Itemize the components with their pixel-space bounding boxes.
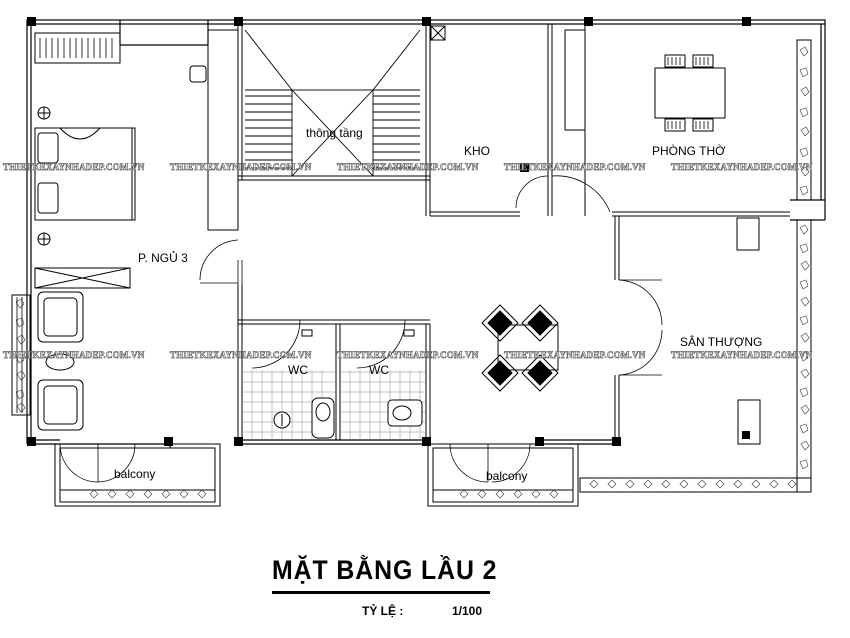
- doors: [59, 175, 663, 483]
- label-bedroom: P. NGỦ 3: [138, 250, 188, 265]
- wc-fixtures: [273, 329, 423, 439]
- watermark-text: THIETKEXAYNHADEP.COM.VN: [504, 162, 646, 172]
- label-stair-void: thông tầng: [306, 126, 363, 140]
- label-storage: KHO: [464, 144, 490, 158]
- scale-value: 1/100: [452, 604, 483, 618]
- altar-table: [654, 54, 726, 132]
- stair-treads-right: [373, 95, 420, 169]
- watermark-text: THIETKEXAYNHADEP.COM.VN: [504, 350, 646, 360]
- floor-plan: THIETKEXAYNHADEP.COM.VN THIETKEXAYNHADEP…: [3, 17, 826, 507]
- watermark-text: THIETKEXAYNHADEP.COM.VN: [170, 162, 312, 172]
- planter-foliage: [15, 46, 810, 499]
- watermark-text: THIETKEXAYNHADEP.COM.VN: [337, 350, 479, 360]
- shaft-box: [430, 25, 446, 41]
- watermark-text: THIETKEXAYNHADEP.COM.VN: [337, 162, 479, 172]
- terrace-planters: [11, 39, 812, 493]
- interior-walls: [207, 24, 790, 445]
- room-labels: thông tầng KHO PHÒNG THỜ P. NGỦ 3 WC WC …: [114, 126, 762, 483]
- bed: [34, 106, 136, 246]
- windows: [16, 260, 243, 413]
- staircase: [244, 29, 421, 177]
- label-balcony-right: balcony: [486, 469, 527, 483]
- wardrobe-middle: [34, 267, 131, 289]
- watermark-text: THIETKEXAYNHADEP.COM.VN: [671, 350, 813, 360]
- label-altar-room: PHÒNG THỜ: [652, 143, 726, 158]
- balcony-left: [54, 443, 221, 507]
- label-balcony-left: balcony: [114, 467, 155, 481]
- stair-treads-left: [245, 95, 292, 169]
- armchairs: [37, 291, 84, 431]
- label-wc-1: WC: [288, 363, 308, 377]
- drawing-title: MẶT BẰNG LẦU 2: [272, 555, 498, 585]
- label-terrace: SÂN THƯỢNG: [680, 334, 762, 349]
- scale-label: TỶ LỆ :: [362, 604, 404, 618]
- wardrobe-top: [34, 32, 121, 64]
- watermark-text: THIETKEXAYNHADEP.COM.VN: [170, 350, 312, 360]
- lounge-table: [481, 304, 559, 392]
- watermark-text: THIETKEXAYNHADEP.COM.VN: [3, 350, 145, 360]
- watermark-text: THIETKEXAYNHADEP.COM.VN: [671, 162, 813, 172]
- balcony-right: [427, 443, 579, 507]
- desk-chair: [189, 65, 207, 83]
- label-wc-2: WC: [369, 363, 389, 377]
- watermarks: THIETKEXAYNHADEP.COM.VN THIETKEXAYNHADEP…: [3, 162, 813, 361]
- columns: [27, 17, 751, 446]
- title-underline: [272, 591, 490, 594]
- watermark-text: THIETKEXAYNHADEP.COM.VN: [3, 162, 145, 172]
